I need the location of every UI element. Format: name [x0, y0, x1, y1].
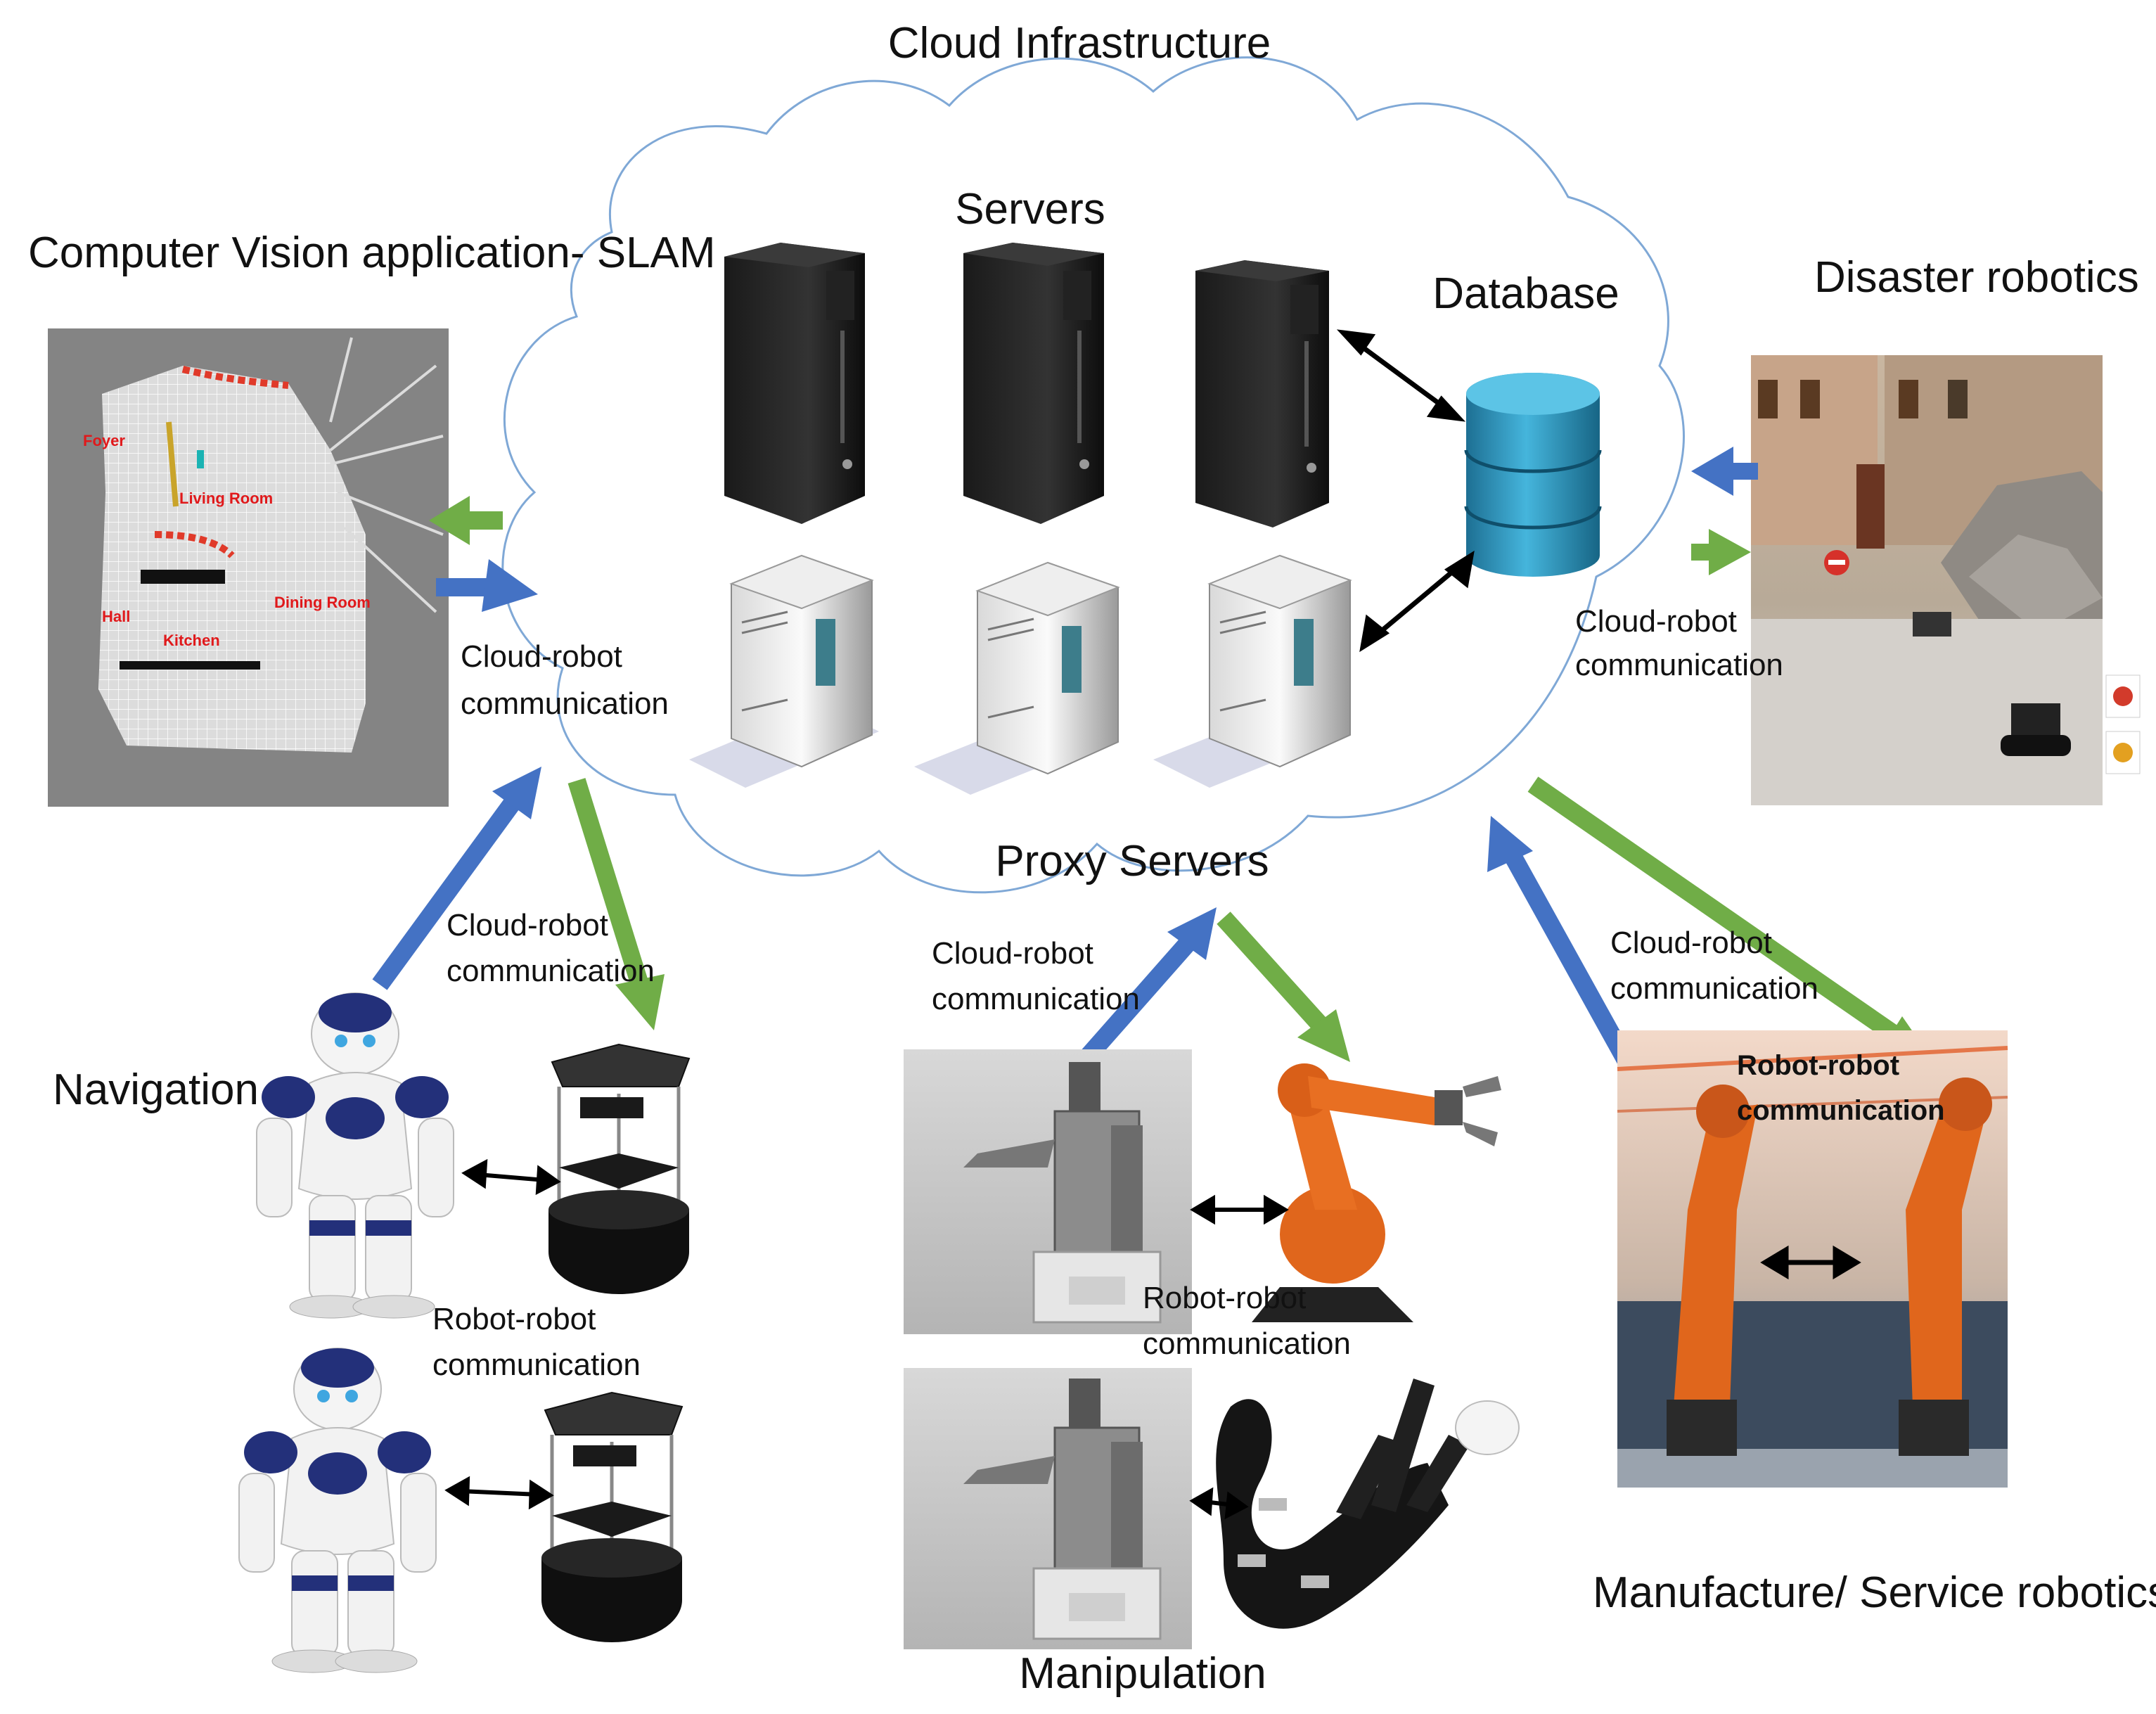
industrial-robot-arm [1252, 1063, 1501, 1322]
factory-photo [1617, 1030, 2008, 1488]
room-label-hall: Hall [102, 608, 130, 625]
arrow-slam-up [436, 559, 538, 612]
robot-link-manip-2 [1189, 1487, 1249, 1520]
server-tower-2 [963, 243, 1104, 524]
nao-robot-2 [238, 1348, 437, 1673]
robot-comm-label-factory-2: communication [1737, 1095, 1945, 1126]
comm-label-disaster-1: Cloud-robot [1575, 604, 1737, 639]
comm-label-manufacture-1: Cloud-robot [1610, 926, 1772, 960]
comm-label-nav-1: Cloud-robot [447, 908, 608, 942]
arrow-manip-down [1217, 912, 1350, 1062]
room-label-foyer: Foyer [83, 432, 125, 449]
pr2-robot-photo-1 [904, 1049, 1192, 1334]
robot-comm-label-nav-1: Robot-robot [432, 1302, 596, 1336]
comm-label-nav-2: communication [447, 954, 655, 988]
server-tower-3 [1195, 260, 1329, 527]
db-connector-bottom [1359, 550, 1475, 653]
robot-comm-label-manip-2: communication [1143, 1326, 1351, 1361]
arrow-slam-down [429, 496, 503, 545]
arrow-navigation-down [567, 778, 665, 1030]
room-label-kitchen: Kitchen [163, 632, 220, 649]
proxy-server-2 [914, 561, 1120, 795]
comm-label-manip-2: communication [932, 982, 1140, 1016]
disaster-photo [1751, 355, 2141, 805]
robot-link-nav-1 [461, 1158, 561, 1196]
robotic-hand [1216, 1379, 1520, 1629]
arrow-navigation-up [372, 767, 541, 990]
nao-robot-1 [256, 992, 454, 1319]
diagram-title: Cloud Infrastructure [888, 19, 1271, 68]
slam-map-image [48, 328, 449, 807]
arrow-manufacture-down [1527, 776, 1934, 1062]
manufacture-label: Manufacture/ Service robotics [1593, 1568, 2156, 1617]
turtlebot-1 [548, 1043, 691, 1294]
comm-label-slam-2: communication [461, 686, 669, 721]
comm-label-disaster-2: communication [1575, 648, 1783, 682]
arrow-disaster-up [1691, 447, 1758, 496]
proxy-servers-label: Proxy Servers [995, 837, 1269, 885]
servers-label: Servers [955, 185, 1105, 234]
robot-link-factory [1760, 1245, 1861, 1280]
database-label: Database [1432, 269, 1619, 318]
proxy-server-3 [1153, 554, 1352, 788]
comm-label-slam-1: Cloud-robot [461, 639, 622, 674]
room-label-dining-room: Dining Room [274, 594, 371, 611]
navigation-label: Navigation [53, 1066, 259, 1114]
robot-comm-label-nav-2: communication [432, 1348, 641, 1382]
server-tower-1 [724, 243, 865, 524]
robot-link-nav-2 [444, 1476, 554, 1510]
proxy-server-1 [689, 554, 879, 788]
arrow-disaster-down [1691, 529, 1751, 575]
robot-comm-label-factory-1: Robot-robot [1737, 1050, 1899, 1081]
arrow-manip-up [1076, 907, 1217, 1068]
comm-label-manip-1: Cloud-robot [932, 936, 1093, 971]
turtlebot-2 [541, 1391, 684, 1642]
manipulation-label: Manipulation [1019, 1649, 1266, 1698]
database-icon [1464, 373, 1602, 577]
robot-link-manip-1 [1190, 1194, 1289, 1225]
cv-slam-label: Computer Vision application- SLAM [28, 229, 716, 277]
robot-comm-label-manip-1: Robot-robot [1143, 1281, 1306, 1315]
room-label-living-room: Living Room [179, 490, 273, 507]
disaster-label: Disaster robotics [1814, 253, 2139, 302]
comm-label-manufacture-2: communication [1610, 971, 1818, 1006]
pr2-robot-photo-2 [904, 1368, 1192, 1649]
db-connector-top [1336, 329, 1466, 422]
